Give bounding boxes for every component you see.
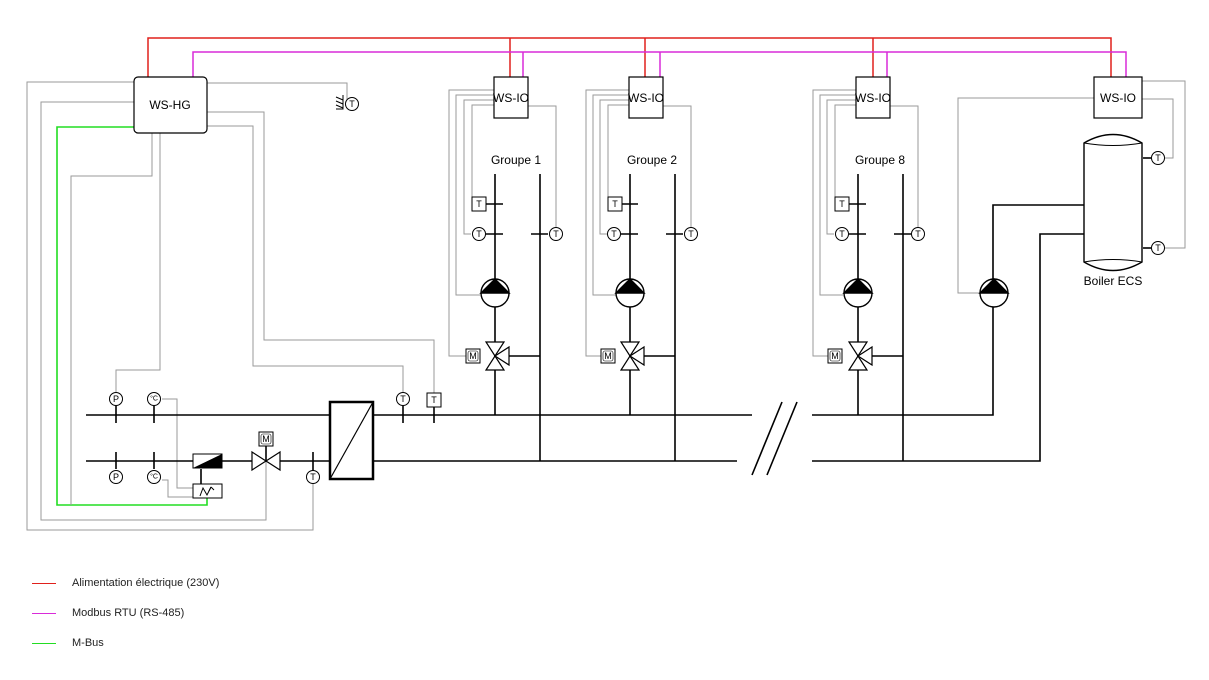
sensor-t-g2-supply: T [607, 227, 621, 241]
legend-item-power: Alimentation électrique (230V) [32, 568, 219, 598]
modbus-bus [192, 51, 1127, 77]
ws-io-box-g8: WS-IO [855, 76, 891, 119]
sensor-sq-g1: T [471, 196, 487, 212]
svg-text:T: T [400, 394, 406, 404]
svg-text:T: T [476, 199, 482, 209]
svg-text:T: T [915, 229, 921, 239]
sensor-t-boiler-bottom: T [1151, 241, 1165, 255]
label-group-8: Groupe 8 [855, 153, 905, 167]
motor-label-g8: M [831, 351, 839, 361]
sensor-t-boiler-top: T [1151, 151, 1165, 165]
legend-label-modbus: Modbus RTU (RS-485) [72, 607, 185, 619]
sensor-p-supply: P [109, 392, 123, 406]
svg-text:T: T [612, 199, 618, 209]
legend-line-power [32, 582, 56, 584]
sensor-c-supply: °C [147, 392, 161, 406]
svg-text:T: T [839, 229, 845, 239]
legend-label-mbus: M-Bus [72, 637, 104, 649]
sensor-c-return: °C [147, 470, 161, 484]
label-boiler: Boiler ECS [1084, 274, 1143, 288]
motor-label-primary: M [262, 434, 270, 444]
sensor-p-return: P [109, 470, 123, 484]
legend: Alimentation électrique (230V) Modbus RT… [32, 568, 219, 658]
sensor-t-secondary: T [396, 392, 410, 406]
svg-text:°C: °C [150, 473, 158, 481]
svg-text:T: T [1155, 153, 1161, 163]
ws-io-box-g2: WS-IO [628, 76, 664, 119]
svg-text:P: P [113, 394, 119, 404]
heat-exchanger [328, 400, 375, 481]
ws-io-box-boiler: WS-IO [1093, 76, 1143, 119]
motor-symbols [258, 348, 843, 447]
sensor-t-g1-supply: T [472, 227, 486, 241]
sensor-t-outdoor: T [345, 97, 359, 111]
mbus-line [56, 126, 208, 506]
motor-label-g2: M [604, 351, 612, 361]
svg-text:WS-IO: WS-IO [1100, 91, 1136, 105]
regulator [192, 483, 223, 499]
power-bus [147, 37, 1112, 77]
svg-text:T: T [349, 99, 355, 109]
svg-text:P: P [113, 472, 119, 482]
sensor-t-g1-return: T [549, 227, 563, 241]
sensor-sq-g2: T [607, 196, 623, 212]
svg-text:T: T [839, 199, 845, 209]
hydraulic-diagram: T P °C P °C T T T T T T T [26, 37, 1186, 531]
sensor-sq-secondary: T [426, 392, 442, 408]
sensor-t-g8-return: T [911, 227, 925, 241]
svg-text:T: T [1155, 243, 1161, 253]
label-group-1: Groupe 1 [491, 153, 541, 167]
outdoor-sensor-mark [335, 95, 344, 110]
svg-text:WS-IO: WS-IO [493, 91, 529, 105]
legend-line-mbus [32, 642, 56, 644]
legend-item-mbus: M-Bus [32, 628, 219, 658]
svg-text:T: T [553, 229, 559, 239]
pumps [479, 278, 1010, 308]
svg-text:T: T [431, 395, 437, 405]
two-way-valve [251, 450, 281, 472]
sensor-sq-g8: T [834, 196, 850, 212]
legend-line-modbus [32, 612, 56, 614]
svg-text:°C: °C [150, 395, 158, 403]
motor-inner [260, 350, 841, 445]
svg-text:T: T [476, 229, 482, 239]
svg-text:WS-IO: WS-IO [628, 91, 664, 105]
svg-text:T: T [688, 229, 694, 239]
sensor-t-g2-return: T [684, 227, 698, 241]
legend-item-modbus: Modbus RTU (RS-485) [32, 598, 219, 628]
svg-text:T: T [611, 229, 617, 239]
motor-label-g1: M [469, 351, 477, 361]
legend-label-power: Alimentation électrique (230V) [72, 577, 220, 589]
sensor-t-g8-supply: T [835, 227, 849, 241]
boiler-tank [1083, 133, 1143, 272]
ws-io-box-g1: WS-IO [493, 76, 529, 119]
sensor-t-primary-return: T [306, 470, 320, 484]
svg-text:T: T [310, 472, 316, 482]
three-way-valves [484, 341, 873, 371]
label-group-2: Groupe 2 [627, 153, 677, 167]
svg-text:WS-IO: WS-IO [855, 91, 891, 105]
actuator [192, 453, 223, 469]
svg-text:WS-HG: WS-HG [149, 98, 190, 112]
signal-wiring [26, 80, 1186, 531]
ws-hg-box: WS-HG [133, 76, 208, 134]
